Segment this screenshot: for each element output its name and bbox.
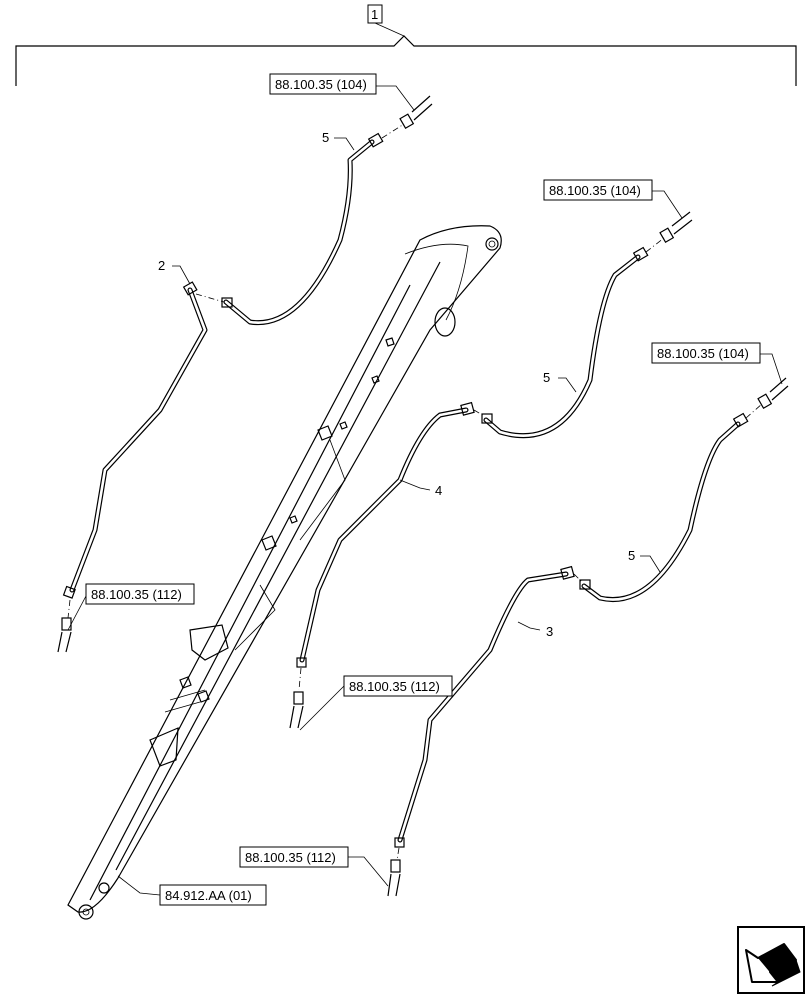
pipe-2[interactable] [62, 281, 208, 599]
ref-box-boom[interactable]: 84.912.AA (01) [159, 884, 267, 906]
hose-5-middle[interactable] [481, 246, 649, 439]
ref-box-104-left[interactable]: 88.100.35 (104) [269, 73, 377, 95]
hose-5-right[interactable] [579, 412, 749, 602]
svg-text:88.100.35 (112): 88.100.35 (112) [91, 587, 182, 602]
fitting-bottom-left [57, 617, 72, 653]
svg-text:88.100.35 (112): 88.100.35 (112) [245, 850, 336, 865]
svg-text:88.100.35 (104): 88.100.35 (104) [549, 183, 641, 198]
svg-text:1: 1 [371, 7, 378, 22]
callout-5-left[interactable]: 5 [322, 130, 329, 145]
ref-box-104-middle[interactable]: 88.100.35 (104) [543, 179, 653, 201]
svg-text:84.912.AA (01): 84.912.AA (01) [165, 888, 252, 903]
pipe-3[interactable] [394, 565, 575, 848]
fitting-bottom-right [387, 859, 401, 897]
callout-5-middle[interactable]: 5 [543, 370, 550, 385]
callout-2[interactable]: 2 [158, 258, 165, 273]
callout-5-right[interactable]: 5 [628, 548, 635, 563]
ref-box-112-right[interactable]: 88.100.35 (112) [239, 846, 349, 868]
fitting-bottom-middle [289, 691, 304, 729]
boom-arm [67, 225, 502, 920]
hose-5-left[interactable] [221, 132, 384, 326]
svg-text:88.100.35 (104): 88.100.35 (104) [657, 346, 749, 361]
next-page-arrow-icon[interactable] [737, 926, 805, 994]
ref-box-104-right[interactable]: 88.100.35 (104) [651, 342, 761, 364]
ref-box-112-left[interactable]: 88.100.35 (112) [85, 583, 195, 605]
group-bracket [15, 35, 797, 86]
fitting-top-right [757, 377, 789, 410]
callout-3[interactable]: 3 [546, 624, 553, 639]
svg-text:88.100.35 (104): 88.100.35 (104) [275, 77, 367, 92]
pipe-4[interactable] [296, 401, 475, 668]
svg-text:88.100.35 (112): 88.100.35 (112) [349, 679, 440, 694]
fitting-top-left [399, 95, 433, 130]
top-index[interactable]: 1 [367, 4, 383, 24]
ref-box-112-middle[interactable]: 88.100.35 (112) [343, 675, 453, 697]
callout-4[interactable]: 4 [435, 483, 442, 498]
fitting-top-middle [659, 211, 693, 244]
